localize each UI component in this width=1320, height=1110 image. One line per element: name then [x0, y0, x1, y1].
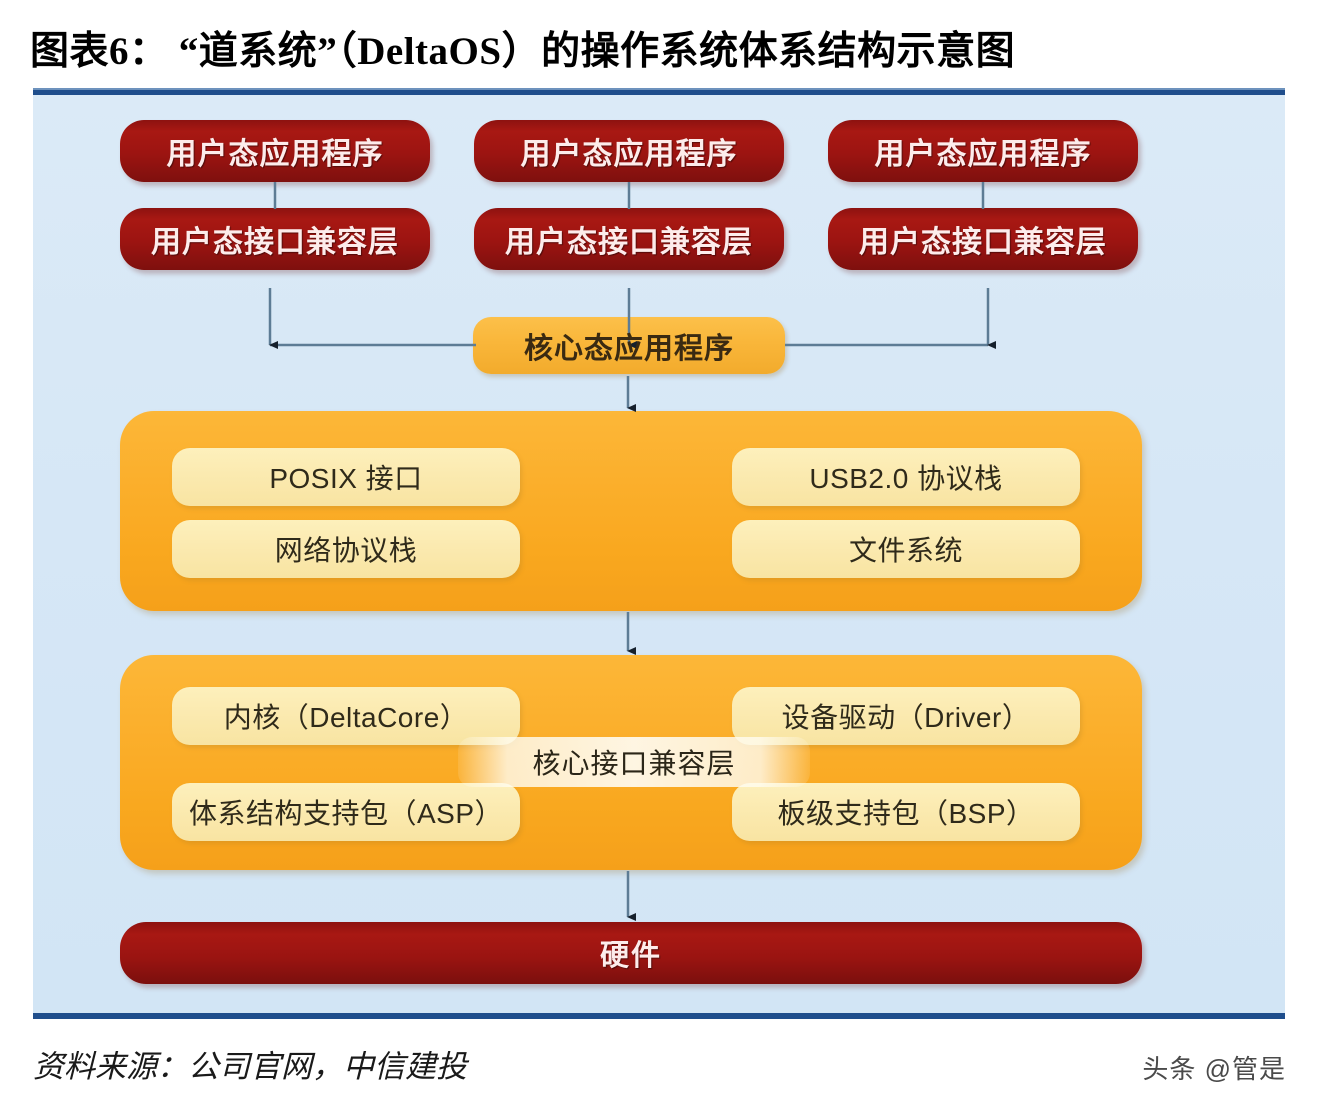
kernel-label-bsp: 板级支持包（BSP） [777, 798, 1035, 829]
canvas-bottom-divider-rule [33, 1013, 1285, 1019]
service-box-network[interactable]: 网络协议栈 [172, 520, 520, 578]
kernel-label-deltacore: 内核（DeltaCore） [223, 702, 469, 733]
service-label-usb: USB2.0 协议栈 [809, 463, 1003, 494]
service-label-posix: POSIX 接口 [269, 463, 423, 494]
kernel-box-asp[interactable]: 体系结构支持包（ASP） [172, 783, 520, 841]
watermark-label: 头条 @管是 [1142, 1054, 1286, 1084]
user-compat-label-3: 用户态接口兼容层 [859, 226, 1107, 259]
user-compat-box-3[interactable]: 用户态接口兼容层 [828, 208, 1138, 270]
kernel-box-bsp[interactable]: 板级支持包（BSP） [732, 783, 1080, 841]
source-note: 资料来源：公司官网，中信建投 [33, 1049, 467, 1084]
diagram-canvas: 用户态应用程序 用户态接口兼容层 用户态应用程序 用户态接口兼容层 用户态应用程… [33, 95, 1285, 1013]
kernel-label-driver: 设备驱动（Driver） [781, 702, 1031, 733]
user-app-box-3[interactable]: 用户态应用程序 [828, 120, 1138, 182]
kernel-box-deltacore[interactable]: 内核（DeltaCore） [172, 687, 520, 745]
user-compat-box-1[interactable]: 用户态接口兼容层 [120, 208, 430, 270]
user-app-box-2[interactable]: 用户态应用程序 [474, 120, 784, 182]
kernel-panel: 内核（DeltaCore） 设备驱动（Driver） 体系结构支持包（ASP） … [120, 655, 1142, 870]
core-interface-compat-band[interactable]: 核心接口兼容层 [458, 737, 810, 787]
kernel-mode-app-box[interactable]: 核心态应用程序 [473, 317, 785, 374]
hardware-label: 硬件 [599, 940, 662, 972]
user-compat-label-1: 用户态接口兼容层 [151, 226, 399, 259]
user-app-label-1: 用户态应用程序 [166, 138, 384, 171]
title-divider-rule [33, 88, 1285, 97]
kernel-box-driver[interactable]: 设备驱动（Driver） [732, 687, 1080, 745]
service-box-filesystem[interactable]: 文件系统 [732, 520, 1080, 578]
chart-title-bar: 图表6： “道系统”（DeltaOS）的操作系统体系结构示意图 [0, 0, 1320, 92]
page-title: 图表6： “道系统”（DeltaOS）的操作系统体系结构示意图 [30, 30, 1016, 73]
service-label-filesystem: 文件系统 [848, 535, 963, 566]
user-app-label-3: 用户态应用程序 [874, 138, 1092, 171]
chart-footer: 资料来源：公司官网，中信建投 头条 @管是 [0, 1019, 1320, 1110]
user-compat-label-2: 用户态接口兼容层 [505, 226, 753, 259]
service-box-posix[interactable]: POSIX 接口 [172, 448, 520, 506]
services-panel: POSIX 接口 USB2.0 协议栈 网络协议栈 文件系统 [120, 411, 1142, 611]
core-interface-compat-label: 核心接口兼容层 [532, 748, 736, 779]
user-compat-box-2[interactable]: 用户态接口兼容层 [474, 208, 784, 270]
hardware-box[interactable]: 硬件 [120, 922, 1142, 984]
user-app-box-1[interactable]: 用户态应用程序 [120, 120, 430, 182]
kernel-label-asp: 体系结构支持包（ASP） [188, 798, 504, 829]
user-app-label-2: 用户态应用程序 [520, 138, 738, 171]
service-label-network: 网络协议栈 [274, 535, 418, 566]
service-box-usb[interactable]: USB2.0 协议栈 [732, 448, 1080, 506]
kernel-mode-app-label: 核心态应用程序 [523, 332, 734, 365]
